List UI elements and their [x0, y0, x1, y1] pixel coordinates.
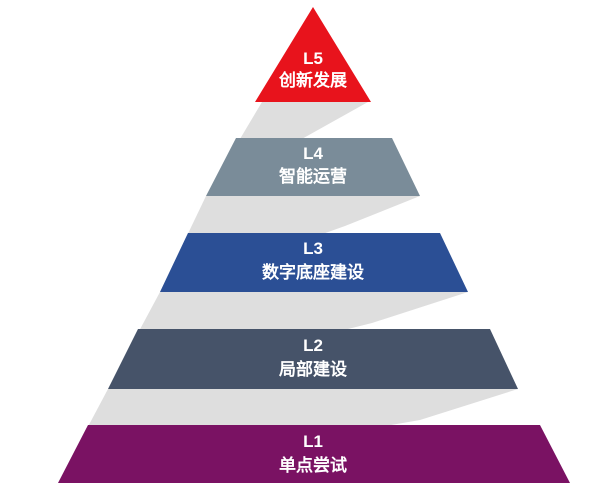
level-l3: L3 数字底座建设: [160, 233, 468, 292]
level-l1: L1 单点尝试: [58, 425, 570, 483]
level-l4-name: 智能运营: [279, 166, 347, 186]
level-l2-code: L2: [303, 336, 323, 355]
level-l5-shape: [255, 7, 371, 102]
level-l1-name: 单点尝试: [279, 455, 347, 475]
level-l3-code: L3: [303, 239, 323, 258]
level-l3-name: 数字底座建设: [262, 262, 364, 282]
level-l5-code: L5: [303, 49, 323, 68]
level-l1-shape: [58, 425, 570, 483]
level-l4-shape: [206, 138, 420, 196]
level-l2-shape: [108, 329, 518, 389]
level-l4: L4 智能运营: [206, 138, 420, 196]
level-l5-name: 创新发展: [278, 70, 347, 90]
level-l5: L5 创新发展: [255, 7, 371, 102]
level-l2: L2 局部建设: [108, 329, 518, 389]
level-l3-shape: [160, 233, 468, 292]
level-l1-code: L1: [303, 432, 323, 451]
level-l4-code: L4: [303, 144, 323, 163]
level-l2-name: 局部建设: [279, 359, 347, 379]
